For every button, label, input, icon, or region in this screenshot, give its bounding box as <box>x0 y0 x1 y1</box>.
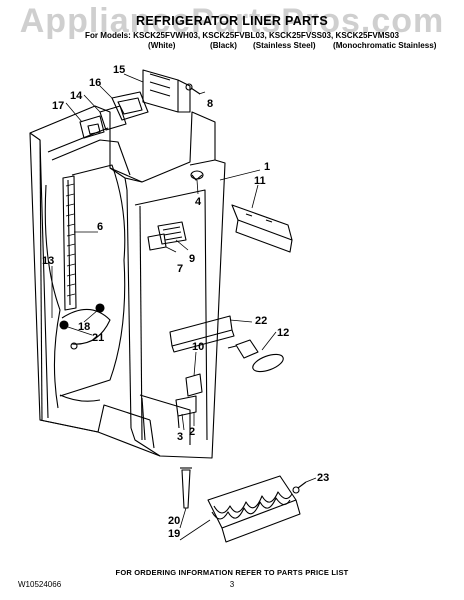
callout-14: 14 <box>70 90 83 102</box>
callout-17: 17 <box>52 100 64 112</box>
callout-8: 8 <box>207 98 213 110</box>
part-19-drain-pan-coil <box>207 475 301 543</box>
callout-19: 19 <box>168 528 180 540</box>
page-title: REFRIGERATOR LINER PARTS <box>136 14 328 28</box>
watermark: AppliancePartsPros.com <box>19 2 445 40</box>
page-number: 3 <box>229 580 235 589</box>
callout-10: 10 <box>192 341 204 353</box>
callout-11: 11 <box>254 175 266 187</box>
callout-1: 1 <box>264 161 270 173</box>
wire-connector <box>70 342 78 350</box>
part-20-tube <box>180 467 192 509</box>
part-14-gasket <box>99 105 127 131</box>
part-21-clip <box>59 320 69 330</box>
callout-22: 22 <box>255 315 267 327</box>
part-15-housing <box>142 69 191 113</box>
part-4-bulb <box>190 170 204 181</box>
part-17-socket <box>79 115 105 139</box>
part-16-cover <box>111 91 149 121</box>
part-10-bracket <box>185 373 203 397</box>
document-number: W10524066 <box>18 580 62 589</box>
part-23-screw <box>292 481 307 494</box>
callout-23: 23 <box>317 472 329 484</box>
part-6-rail <box>62 175 77 311</box>
finish-white: (White) <box>148 41 176 50</box>
callout-13: 13 <box>42 255 54 267</box>
callout-16: 16 <box>89 77 101 89</box>
callout-2: 2 <box>189 426 195 438</box>
callout-18: 18 <box>78 321 90 333</box>
callout-20: 20 <box>168 515 180 527</box>
callout-9: 9 <box>189 253 195 265</box>
models-line: For Models: KSCK25FVWH03, KSCK25FVBL03, … <box>85 31 399 40</box>
finish-black: (Black) <box>210 41 237 50</box>
part-9-control-panel <box>157 221 187 245</box>
ordering-note: FOR ORDERING INFORMATION REFER TO PARTS … <box>115 568 349 577</box>
wire-harness <box>61 308 111 345</box>
callout-7: 7 <box>177 263 183 275</box>
callout-4: 4 <box>195 196 202 208</box>
part-7-knob <box>147 233 167 251</box>
part-22-shelf-support <box>169 315 235 353</box>
rail-ribs <box>65 183 76 297</box>
leader-lines <box>51 73 317 541</box>
part-12-light-assembly <box>227 339 284 373</box>
callout-21: 21 <box>92 332 104 344</box>
callout-15: 15 <box>113 64 125 76</box>
refrigerator-liner <box>29 105 226 459</box>
callout-3: 3 <box>177 431 183 443</box>
callout-12: 12 <box>277 327 289 339</box>
finish-monochromatic: (Monochromatic Stainless) <box>333 41 437 50</box>
callout-6: 6 <box>97 221 103 233</box>
part-2-bracket <box>175 395 197 429</box>
part-11-bracket <box>231 204 293 253</box>
finish-stainless: (Stainless Steel) <box>253 41 316 50</box>
part-8-screw <box>185 83 201 95</box>
